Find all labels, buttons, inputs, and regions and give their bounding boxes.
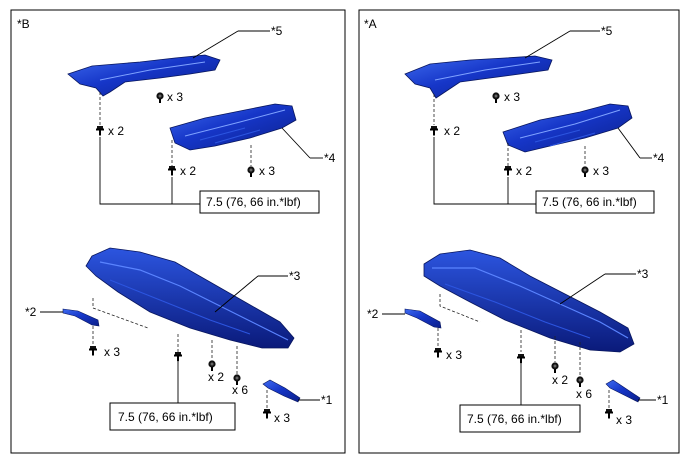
panel-b: *B *5 x 3 *4 x 2 x 2 x 3 7.5 (76, 66 in.… (10, 9, 346, 454)
bolt-icon (517, 354, 525, 364)
under-cover-part-4 (169, 103, 297, 151)
callout-4: *4 (324, 151, 336, 165)
nut-icon (581, 166, 589, 177)
bolt-icon (168, 166, 176, 176)
qty-3b: x 6 (232, 383, 248, 397)
callout-1: *1 (657, 393, 669, 407)
bolt-icon (430, 126, 438, 136)
under-cover-part-3 (423, 249, 635, 353)
qty-left: x 2 (108, 124, 124, 138)
torque-box-bottom (109, 402, 236, 431)
torque-box-top (199, 190, 320, 214)
qty-3a: x 2 (552, 373, 568, 387)
part-3-highlight (99, 261, 289, 341)
bolt-icon (605, 409, 613, 419)
panel-frame (10, 9, 346, 454)
part-4-highlight (184, 109, 286, 137)
leader-line (559, 273, 606, 305)
callout-1: *1 (321, 393, 333, 407)
callout-3: *3 (637, 267, 649, 281)
under-cover-part-5 (67, 54, 221, 97)
qty-4b: x 3 (259, 164, 275, 178)
qty-1: x 3 (616, 413, 632, 427)
under-cover-part-4 (502, 103, 633, 153)
qty-3a: x 2 (208, 370, 224, 384)
qty-3b: x 6 (576, 387, 592, 401)
part-3-ribs (109, 279, 251, 335)
nut-icon (576, 376, 584, 387)
callout-4: *4 (653, 151, 665, 165)
qty-5: x 3 (504, 90, 520, 104)
qty-5: x 3 (167, 90, 183, 104)
qty-left: x 2 (444, 124, 460, 138)
nut-icon (247, 166, 255, 177)
torque-spec-top: 7.5 (76, 66 in.*lbf) (542, 195, 637, 209)
leader-line (281, 127, 311, 159)
bolt-icon (96, 126, 104, 136)
torque-spec-bottom: 7.5 (76, 66 in.*lbf) (467, 412, 562, 426)
bolt-icon (504, 166, 512, 176)
callout-3: *3 (289, 269, 301, 283)
part-4-highlight (519, 109, 621, 139)
leader-line (617, 127, 641, 159)
part-5-highlight (99, 61, 206, 81)
leader-line (433, 137, 536, 205)
bracket-part-2 (404, 308, 442, 329)
callout-2: *2 (367, 307, 379, 321)
torque-spec-top: 7.5 (76, 66 in.*lbf) (206, 195, 301, 209)
bolt-icon (263, 409, 271, 419)
callout-5: *5 (271, 24, 283, 38)
bracket-part-1 (262, 379, 301, 403)
bracket-part-2 (62, 308, 100, 327)
nut-icon (551, 362, 559, 373)
nut-icon (156, 92, 164, 103)
part-5-highlight (434, 61, 541, 81)
bolt-icon (89, 346, 97, 356)
leader-line (214, 275, 259, 313)
bolt-icon (174, 352, 182, 362)
part-4-ribs (534, 129, 596, 147)
callout-2: *2 (25, 305, 37, 319)
under-cover-part-5 (404, 55, 553, 99)
part-3-ribs (444, 283, 591, 339)
torque-box-bottom (459, 404, 581, 433)
torque-box-top (535, 190, 655, 214)
bolt-icon (434, 348, 442, 358)
bracket-part-1 (605, 379, 641, 403)
under-cover-part-3 (85, 247, 295, 349)
torque-spec-bottom: 7.5 (76, 66 in.*lbf) (118, 410, 213, 424)
leader-line (524, 30, 571, 59)
qty-4b: x 3 (593, 164, 609, 178)
nut-icon (492, 92, 500, 103)
panel-a: *A *5 x 3 *4 x 2 x 2 x 3 7.5 (76, 66 in.… (358, 9, 680, 454)
qty-4a: x 2 (180, 164, 196, 178)
leader-line (192, 30, 239, 59)
qty-2: x 3 (104, 345, 120, 359)
callout-5: *5 (601, 24, 613, 38)
panel-frame (358, 9, 680, 454)
dash-line (439, 294, 481, 323)
part-4-ribs (199, 127, 261, 144)
panel-tag: *B (17, 17, 30, 31)
panel-tag: *A (364, 17, 377, 31)
leader-line (99, 137, 200, 205)
qty-2: x 3 (446, 348, 462, 362)
part-3-highlight (432, 267, 629, 339)
qty-1: x 3 (274, 411, 290, 425)
qty-4a: x 2 (516, 164, 532, 178)
dash-line (92, 298, 149, 329)
